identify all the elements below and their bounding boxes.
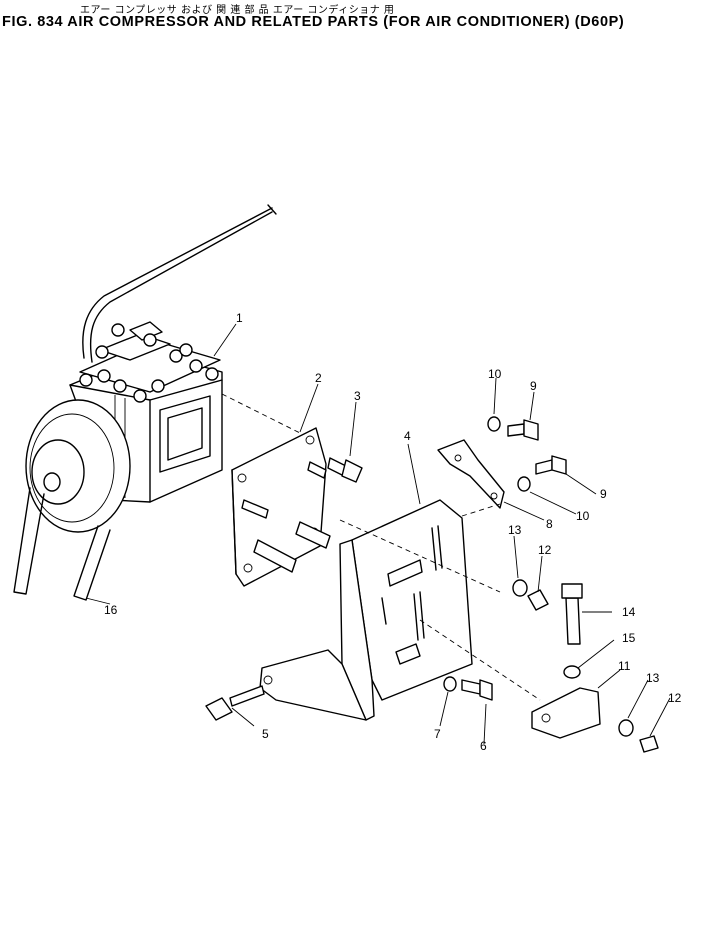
- callout-12b: 12: [668, 691, 682, 705]
- callout-9a: 9: [530, 379, 537, 393]
- callout-11: 11: [618, 659, 631, 673]
- callout-13a: 13: [508, 523, 522, 537]
- callout-10b: 10: [576, 509, 590, 523]
- mounting-plate: [231, 427, 331, 587]
- callout-9b: 9: [600, 487, 607, 501]
- callout-4: 4: [404, 429, 411, 443]
- callout-3: 3: [354, 389, 361, 403]
- callout-12a: 12: [538, 543, 552, 557]
- callout-15: 15: [622, 631, 636, 645]
- callout-1: 1: [236, 311, 243, 325]
- bolt-5: [205, 685, 265, 721]
- callout-labels: 1 2 3 4 5 6 7 8 9 9 10 10 11 12 12 13 13…: [104, 311, 682, 753]
- callout-16: 16: [104, 603, 118, 617]
- callout-10a: 10: [488, 367, 502, 381]
- air-compressor: [25, 204, 277, 533]
- bolts-9-washers-10: [487, 416, 567, 492]
- bracket: [259, 499, 473, 721]
- v-belt: [13, 487, 111, 601]
- callout-8: 8: [546, 517, 553, 531]
- tensioner-parts: [512, 579, 659, 753]
- japanese-title: エアー コンプレッサ および 関 連 部 品 エアー コンディショナ 用: [80, 5, 395, 15]
- callout-13b: 13: [646, 671, 660, 685]
- bracket-strip: [437, 439, 505, 509]
- callout-14: 14: [622, 605, 636, 619]
- leader-lines: [85, 323, 671, 745]
- callout-7: 7: [434, 727, 441, 741]
- bolt-6-washer-7: [443, 676, 493, 701]
- figure-title: FIG. 834 AIR COMPRESSOR AND RELATED PART…: [2, 14, 625, 30]
- bolt-3: [327, 457, 363, 483]
- callout-5: 5: [262, 727, 269, 741]
- callout-6: 6: [480, 739, 487, 753]
- callout-2: 2: [315, 371, 322, 385]
